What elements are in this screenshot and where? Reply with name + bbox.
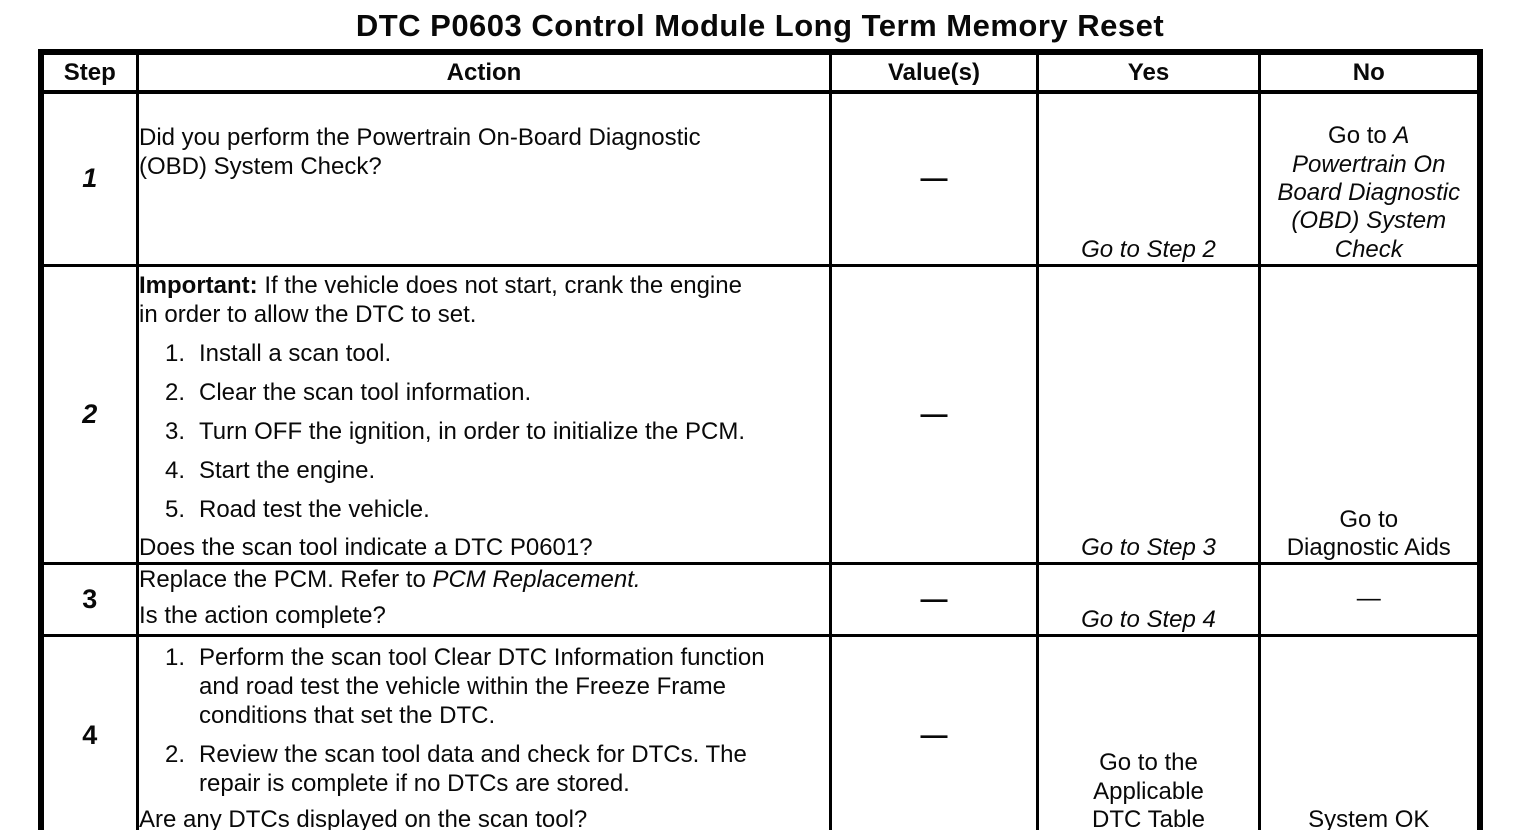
value-cell: — xyxy=(829,90,1039,267)
value-cell: — xyxy=(829,634,1039,830)
diagnostic-table: Step Action Value(s) Yes No 1 Did you pe… xyxy=(37,49,1483,830)
action-statement: Replace the PCM. Refer to PCM Replacemen… xyxy=(139,565,829,594)
value-dash: — xyxy=(920,720,948,751)
step-number-text: 4 xyxy=(82,720,98,751)
action-question: Did you perform the Powertrain On-Board … xyxy=(139,124,701,181)
action-question: Is the action complete? xyxy=(139,602,386,630)
list-item-number: 2. xyxy=(165,741,186,769)
header-row: Step Action Value(s) Yes No xyxy=(39,50,1481,94)
action-reference: PCM Replacement. xyxy=(432,566,641,594)
no-instruction: System OK xyxy=(1308,806,1430,830)
no-instruction-prefix: Go to xyxy=(1328,122,1394,150)
list-item-text: Install a scan tool. xyxy=(199,339,392,367)
column-header-no: No xyxy=(1258,50,1481,94)
step-number-text: 1 xyxy=(82,163,98,194)
table-row-step-4: 4 1. Perform the scan tool Clear DTC Inf… xyxy=(39,634,1481,830)
value-cell: — xyxy=(829,562,1039,638)
value-dash: — xyxy=(920,399,948,429)
list-item: 2. Review the scan tool data and check f… xyxy=(165,740,829,798)
no-instruction: Go to A Powertrain On Board Diagnostic (… xyxy=(1277,122,1460,262)
list-item-text: Clear the scan tool information. xyxy=(199,378,532,406)
yes-cell: Go to the Applicable DTC Table xyxy=(1036,634,1261,830)
no-instruction: Go to Diagnostic Aids xyxy=(1286,505,1451,561)
list-item-number: 2. xyxy=(165,378,186,406)
yes-cell: Go to Step 2 xyxy=(1036,90,1261,267)
no-cell: — xyxy=(1258,562,1481,638)
no-cell: Go to Diagnostic Aids xyxy=(1258,263,1481,566)
table-row-step-1: 1 Did you perform the Powertrain On-Boar… xyxy=(39,90,1481,267)
important-note: Important: If the vehicle does not start… xyxy=(139,271,829,329)
table-row-step-2: 2 Important: If the vehicle does not sta… xyxy=(39,263,1481,566)
no-cell: Go to A Powertrain On Board Diagnostic (… xyxy=(1258,90,1481,267)
table-row-step-3: 3 Replace the PCM. Refer to PCM Replacem… xyxy=(39,562,1481,638)
yes-instruction: Go to Step 4 xyxy=(1081,605,1216,633)
list-item-text: Road test the vehicle. xyxy=(199,496,430,524)
page-title: DTC P0603 Control Module Long Term Memor… xyxy=(355,8,1165,43)
action-cell: 1. Perform the scan tool Clear DTC Infor… xyxy=(136,634,832,830)
list-item-text: Review the scan tool data and check for … xyxy=(199,741,747,798)
list-item: 3. Turn OFF the ignition, in order to in… xyxy=(165,417,829,446)
value-cell: — xyxy=(829,263,1039,566)
step-number-text: 2 xyxy=(82,399,98,429)
step-number: 3 xyxy=(39,562,139,638)
step-number: 2 xyxy=(39,263,139,566)
step-number-text: 3 xyxy=(82,584,98,615)
important-label: Important: xyxy=(139,271,258,299)
value-dash: — xyxy=(920,163,948,194)
yes-instruction: Go to the Applicable DTC Table xyxy=(1092,749,1205,830)
yes-instruction: Go to Step 3 xyxy=(1081,533,1216,561)
action-cell: Important: If the vehicle does not start… xyxy=(136,263,832,566)
list-item: 1. Perform the scan tool Clear DTC Infor… xyxy=(165,643,829,730)
list-item-number: 1. xyxy=(165,644,186,672)
list-item-text: Start the engine. xyxy=(199,457,376,485)
list-item-number: 1. xyxy=(165,339,186,367)
list-item-number: 5. xyxy=(165,496,186,524)
action-question: Does the scan tool indicate a DTC P0601? xyxy=(139,534,593,562)
list-item: 2. Clear the scan tool information. xyxy=(165,378,829,407)
action-question: Are any DTCs displayed on the scan tool? xyxy=(139,806,588,830)
action-cell: Replace the PCM. Refer to PCM Replacemen… xyxy=(136,562,832,638)
list-item-number: 3. xyxy=(165,418,186,445)
column-header-step: Step xyxy=(39,50,139,94)
list-item-text: Turn OFF the ignition, in order to initi… xyxy=(199,418,745,445)
column-header-yes: Yes xyxy=(1036,50,1261,94)
action-cell: Did you perform the Powertrain On-Board … xyxy=(136,90,832,267)
yes-cell: Go to Step 4 xyxy=(1036,562,1261,638)
column-header-action: Action xyxy=(136,50,832,94)
list-item: 5. Road test the vehicle. xyxy=(165,495,829,524)
no-instruction-reference: A Powertrain On Board Diagnostic (OBD) S… xyxy=(1277,122,1461,263)
no-dash: — xyxy=(1356,585,1381,613)
list-item-number: 4. xyxy=(165,457,186,485)
step-number: 1 xyxy=(39,90,139,267)
important-text: If the vehicle does not start, crank the… xyxy=(139,271,742,328)
step-number: 4 xyxy=(39,634,139,830)
column-header-values: Value(s) xyxy=(829,50,1039,94)
yes-instruction: Go to Step 2 xyxy=(1081,235,1216,263)
action-text: Replace the PCM. Refer to xyxy=(139,566,433,594)
list-item: 4. Start the engine. xyxy=(165,456,829,485)
list-item-text: Perform the scan tool Clear DTC Informat… xyxy=(199,644,765,730)
no-cell: System OK xyxy=(1258,634,1481,830)
value-dash: — xyxy=(920,584,948,615)
list-item: 1. Install a scan tool. xyxy=(165,339,829,368)
yes-cell: Go to Step 3 xyxy=(1036,263,1261,566)
